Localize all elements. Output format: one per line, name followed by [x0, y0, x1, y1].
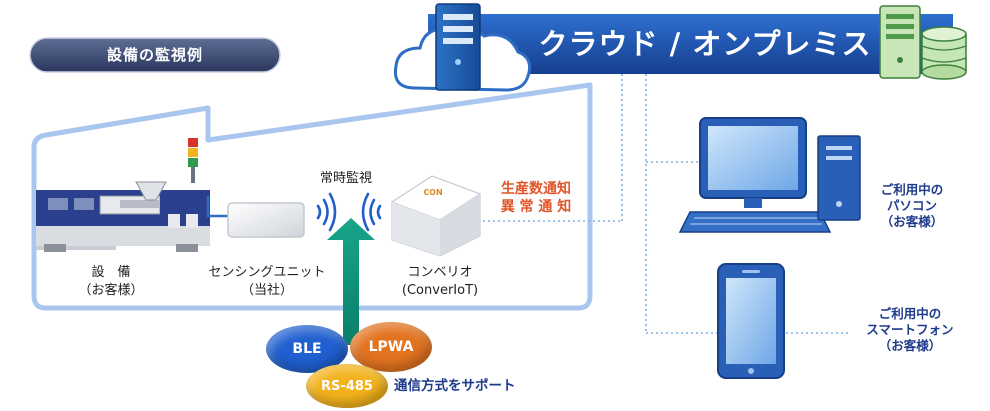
server-right-icon	[879, 5, 921, 79]
converiot-label-line1: コンベリオ	[407, 265, 473, 280]
converiot-label-line2: (ConverIoT)	[401, 283, 479, 298]
smartphone-label-line1: ご利用中の	[878, 306, 942, 321]
cloud-title: クラウド / オンプレミス	[538, 27, 872, 61]
upward-arrow	[327, 218, 375, 345]
notification-line2: 異 常 通 知	[500, 199, 572, 215]
converiot-device	[390, 175, 482, 257]
database-icon	[921, 26, 967, 80]
server-left-icon	[435, 3, 481, 91]
wireless-left-icon	[316, 192, 337, 232]
monitoring-label: 常時監視	[319, 171, 372, 186]
header-pill	[29, 37, 281, 73]
smartphone-icon	[717, 263, 785, 379]
pc-label-line2: パソコン	[886, 198, 937, 213]
wireless-right-icon	[361, 192, 382, 232]
notification-line1: 生産数通知	[501, 181, 571, 197]
lpwa-badge: LPWA	[350, 322, 432, 372]
smartphone-label-line2: スマートフォン	[866, 322, 954, 337]
pc-icon	[678, 117, 861, 233]
rs485-badge: RS-485	[306, 364, 388, 408]
sensing-unit-label-line1: センシングユニット	[208, 265, 326, 280]
equipment-label-line2: （お客様）	[78, 283, 144, 298]
sensing-unit-device	[227, 202, 305, 238]
machine-icon	[36, 181, 210, 252]
pc-label-line1: ご利用中の	[880, 182, 944, 197]
protocol-support-text: 通信方式をサポート	[394, 378, 516, 394]
header-title: 設備の監視例	[106, 46, 203, 64]
converiot-logo: CON	[423, 188, 443, 197]
factory-frame	[31, 82, 593, 311]
pc-label-line3: （お客様）	[880, 214, 944, 229]
equipment-label-line1: 設 備	[91, 265, 131, 280]
smartphone-label-line3: （お客様）	[878, 338, 942, 353]
signal-tower-icon	[188, 138, 198, 183]
cable	[206, 196, 228, 218]
sensing-unit-label-line2: （当社）	[240, 283, 293, 298]
